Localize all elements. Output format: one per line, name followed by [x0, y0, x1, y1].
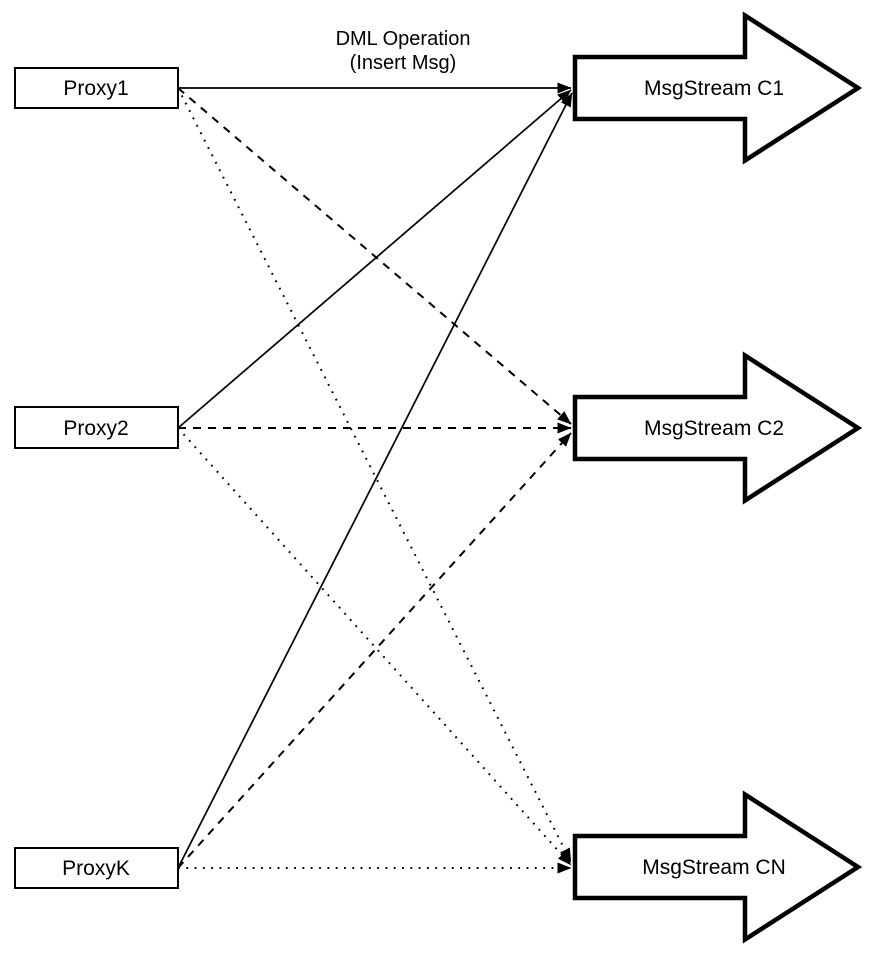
- connector-proxy1-to-msgstream-cn: [177, 87, 572, 863]
- connectors: [177, 82, 573, 874]
- node-msgstream-c2: MsgStream C2: [572, 351, 863, 505]
- connector-proxy1-to-msgstream-c2: [177, 87, 572, 425]
- proxy1-box: [14, 67, 179, 109]
- node-proxy1: Proxy1: [14, 67, 179, 109]
- proxy1-label: Proxy1: [63, 77, 128, 100]
- msgstream-cn-arrow-icon: [572, 790, 863, 944]
- connector-proxy2-to-msgstream-cn: [177, 427, 572, 866]
- edge-label-line2: (Insert Msg): [350, 52, 457, 74]
- connector-proxy2-to-msgstream-c1: [177, 89, 572, 429]
- node-proxyk: ProxyK: [14, 847, 179, 889]
- proxy2-label: Proxy2: [63, 417, 128, 440]
- connector-proxyk-to-msgstream-c2: [177, 432, 572, 869]
- edge-label-line1: DML Operation: [336, 28, 471, 50]
- msgstream-c1-label: MsgStream C1: [644, 77, 784, 100]
- proxy2-box: [14, 406, 179, 449]
- edge-label-dml-operation: DML Operation (Insert Msg): [336, 28, 471, 74]
- msgstream-c2-label: MsgStream C2: [644, 417, 784, 440]
- proxyk-box: [14, 847, 179, 889]
- node-proxy2: Proxy2: [14, 406, 179, 449]
- msgstream-cn-label: MsgStream CN: [642, 856, 786, 879]
- msgstream-c2-arrow-icon: [572, 351, 863, 505]
- connector-proxyk-to-msgstream-c1: [177, 92, 573, 869]
- proxyk-label: ProxyK: [62, 857, 130, 880]
- node-msgstream-cn: MsgStream CN: [572, 790, 863, 944]
- msgstream-c1-arrow-icon: [572, 11, 863, 165]
- node-msgstream-c1: MsgStream C1: [572, 11, 863, 165]
